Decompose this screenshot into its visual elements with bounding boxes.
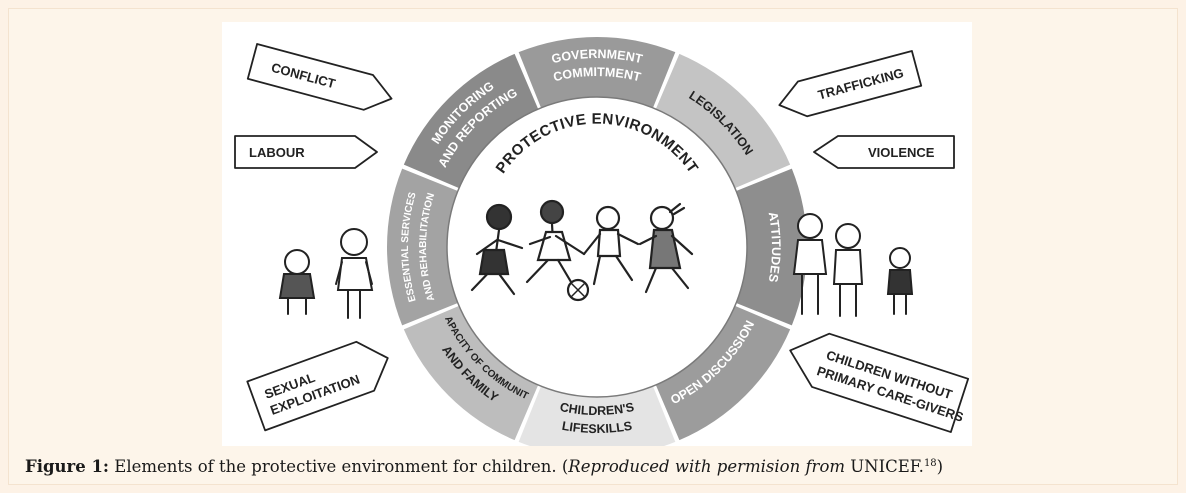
caption-reference: 18	[923, 458, 937, 469]
sexual-exploitation-sign: SEXUAL EXPLOITATION	[246, 340, 389, 432]
children-playing-illustration	[470, 199, 694, 302]
violence-sign: VIOLENCE	[813, 135, 955, 169]
ring-segment-label: GOVERNMENT	[550, 47, 644, 66]
threat-signs: CONFLICT LABOUR SEXUAL EXPLOITATION TRAF…	[234, 43, 970, 433]
ring-segment-label: CHILDREN'S	[559, 400, 636, 418]
left-children-illustration	[278, 228, 374, 319]
ring-segment	[518, 36, 676, 108]
caption-text: Elements of the protective environment f…	[109, 457, 569, 476]
ring-segment-label: LIFESKILLS	[561, 419, 633, 436]
svg-text:VIOLENCE: VIOLENCE	[868, 145, 935, 160]
ring-segment	[655, 53, 791, 189]
svg-text:LABOUR: LABOUR	[249, 145, 305, 160]
figure-illustration: GOVERNMENTCOMMITMENTLEGISLATIONATTITUDES…	[222, 22, 970, 446]
ring-segment-label: ATTITUDES	[766, 211, 783, 284]
labour-sign: LABOUR	[234, 135, 378, 169]
ring-segment	[403, 53, 539, 189]
right-children-illustration	[792, 213, 914, 317]
caption-label: Figure 1:	[25, 457, 110, 476]
ring-segment	[387, 168, 458, 326]
caption-italic: Reproduced with permision from	[568, 457, 846, 476]
ring-segment	[655, 305, 791, 441]
ring-segment-label: COMMITMENT	[552, 65, 643, 84]
children-without-caregivers-sign: CHILDREN WITHOUT PRIMARY CARE-GIVERS	[789, 332, 970, 433]
ring-segment	[518, 386, 676, 446]
caption-close: )	[936, 457, 944, 476]
inner-circle	[446, 96, 748, 398]
ring-segment	[736, 168, 808, 326]
conflict-sign: CONFLICT	[246, 43, 393, 111]
trafficking-sign: TRAFFICKING	[778, 50, 923, 118]
caption-source: UNICEF.	[845, 457, 924, 476]
figure-caption: Figure 1: Elements of the protective env…	[25, 452, 1165, 482]
ring-segment	[403, 305, 539, 441]
